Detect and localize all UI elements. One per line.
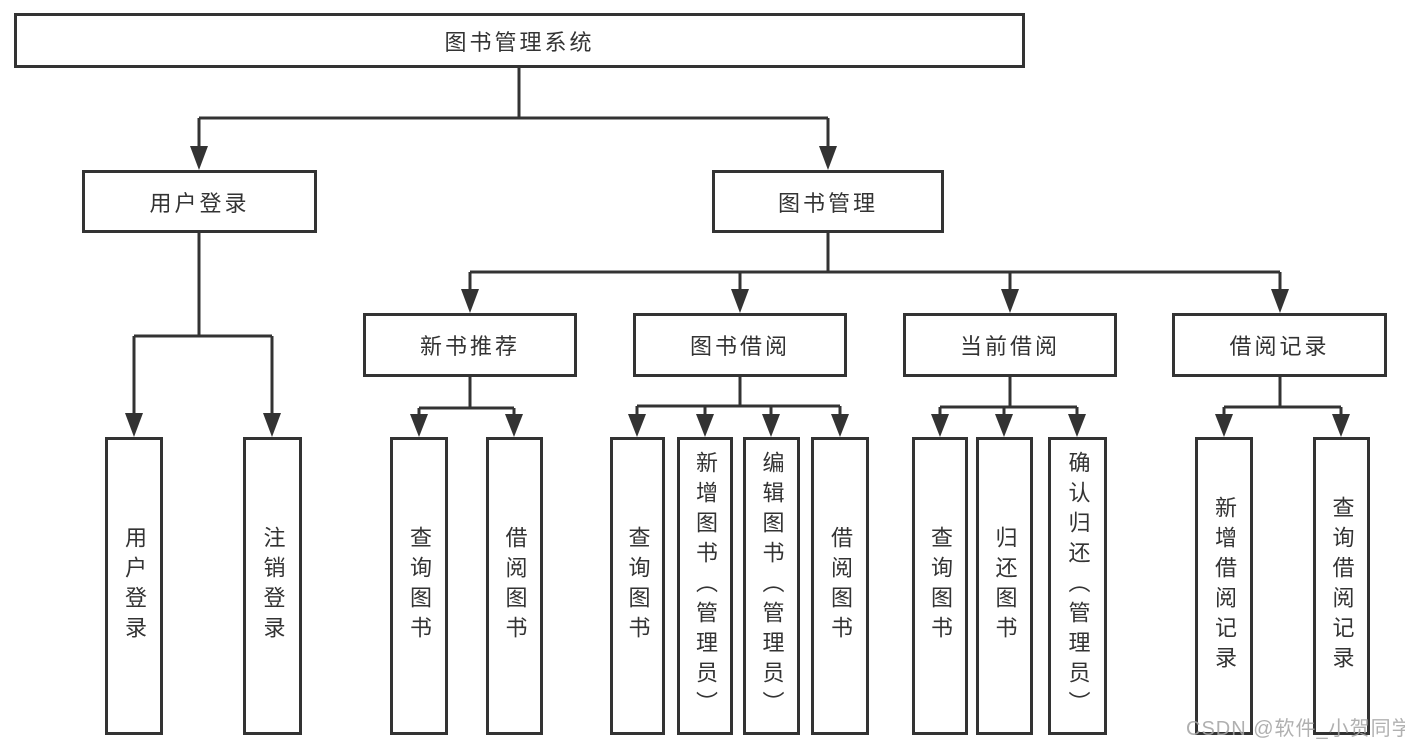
leaf-borrow-book-2: 借阅图书 [811,437,869,735]
leaf-logout: 注销登录 [243,437,302,735]
arrowhead [190,146,208,170]
arrowhead [628,414,646,437]
arrowhead [931,414,949,437]
arrowhead [696,414,714,437]
connector-book-borrow-to-children [628,377,849,437]
node-book-management: 图书管理 [712,170,944,233]
arrowhead [831,414,849,437]
arrowhead [410,414,428,437]
connector-book-mgmt-to-level3 [461,233,1289,313]
arrowhead [461,289,479,313]
node-user-login: 用户登录 [82,170,317,233]
connector-current-borrow-to-children [931,377,1086,437]
leaf-borrow-book-1: 借阅图书 [486,437,543,735]
arrowhead [125,413,143,437]
arrowhead [505,414,523,437]
arrowhead [1271,289,1289,313]
leaf-query-borrow-record: 查询借阅记录 [1313,437,1370,735]
node-current-borrow: 当前借阅 [903,313,1117,377]
connector-user-login-to-children [125,233,281,437]
node-root-library-system: 图书管理系统 [14,13,1025,68]
node-book-borrow: 图书借阅 [633,313,847,377]
arrowhead [819,146,837,170]
node-borrow-record: 借阅记录 [1172,313,1387,377]
leaf-edit-book-admin: 编辑图书（管理员） [743,437,800,735]
arrowhead [263,413,281,437]
csdn-watermark: CSDN @软件_小贺同学 [1186,718,1405,740]
connector-root-to-level2 [190,68,837,170]
arrowhead [762,414,780,437]
node-new-book-recommend: 新书推荐 [363,313,577,377]
leaf-user-login: 用户登录 [105,437,163,735]
connector-borrow-record-to-children [1215,377,1350,437]
leaf-add-book-admin: 新增图书（管理员） [677,437,733,735]
arrowhead [1068,414,1086,437]
arrowhead [995,414,1013,437]
arrowhead [1001,289,1019,313]
connector-new-book-to-children [410,377,523,437]
arrowhead [1215,414,1233,437]
leaf-add-borrow-record: 新增借阅记录 [1195,437,1253,735]
arrowhead [731,289,749,313]
leaf-confirm-return-admin: 确认归还（管理员） [1048,437,1107,735]
leaf-query-book-2: 查询图书 [610,437,665,735]
leaf-query-book-1: 查询图书 [390,437,448,735]
leaf-return-book: 归还图书 [976,437,1033,735]
leaf-query-book-3: 查询图书 [912,437,968,735]
arrowhead [1332,414,1350,437]
